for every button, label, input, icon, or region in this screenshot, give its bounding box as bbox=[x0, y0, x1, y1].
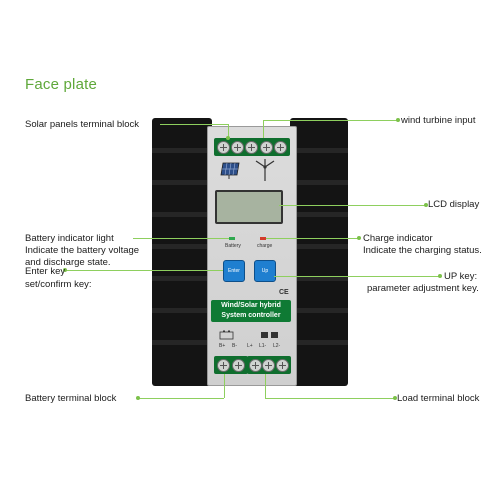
dot-wind-end bbox=[396, 118, 400, 122]
callout-charge-line2: Indicate the charging status. bbox=[363, 245, 482, 256]
dot-charge bbox=[357, 236, 361, 240]
leader-solar bbox=[160, 124, 228, 125]
battery-led bbox=[229, 237, 235, 240]
callout-up-title: UP key: bbox=[444, 271, 478, 282]
screw-icon bbox=[275, 358, 289, 372]
terminal-label-l1minus: L1- bbox=[259, 343, 267, 349]
dot-lcd bbox=[424, 203, 428, 207]
screw-icon bbox=[262, 358, 276, 372]
leader-solar-vertical bbox=[228, 124, 229, 138]
dot-battery-terminal bbox=[136, 396, 140, 400]
callout-wind-input: wind turbine input bbox=[401, 115, 476, 126]
charge-led bbox=[260, 237, 266, 240]
leader-enter bbox=[65, 270, 223, 271]
enter-button[interactable]: Enter bbox=[223, 260, 245, 282]
leader-wind-vertical bbox=[263, 120, 264, 138]
screw-icon bbox=[249, 358, 263, 372]
callout-battery-light-line3: and discharge state. bbox=[25, 257, 111, 268]
leader-load-terminal bbox=[265, 398, 395, 399]
leader-wind bbox=[263, 120, 399, 121]
leader-lcd bbox=[279, 205, 426, 206]
top-terminal-block bbox=[214, 138, 290, 156]
terminal-label-bplus: B+ bbox=[219, 343, 226, 349]
leader-battery-terminal-vertical bbox=[224, 374, 225, 398]
leader-battery-light bbox=[133, 238, 229, 239]
wind-turbine-icon bbox=[255, 159, 275, 181]
leader-charge bbox=[266, 238, 360, 239]
terminal-label-l2minus: L2- bbox=[273, 343, 281, 349]
callout-battery-terminal: Battery terminal block bbox=[25, 393, 117, 404]
terminal-label-bminus: B- bbox=[232, 343, 237, 349]
controller-title-line2: System controller bbox=[221, 312, 281, 319]
battery-led-label: Battery bbox=[225, 243, 241, 249]
dot-enter bbox=[63, 268, 67, 272]
leader-battery-terminal bbox=[138, 398, 224, 399]
screw-icon bbox=[216, 140, 230, 154]
ce-mark: CE bbox=[279, 289, 289, 296]
screw-icon bbox=[217, 358, 230, 372]
up-button[interactable]: Up bbox=[254, 260, 276, 282]
callout-lcd-display: LCD display bbox=[428, 199, 480, 210]
battery-icon bbox=[219, 330, 234, 340]
controller-title-line1: Wind/Solar hybrid bbox=[221, 302, 281, 309]
screw-icon bbox=[274, 140, 288, 154]
screw-icon bbox=[232, 358, 245, 372]
battery-terminal-strip bbox=[214, 356, 248, 374]
screw-icon bbox=[245, 140, 259, 154]
callout-enter-title: Enter key bbox=[25, 266, 66, 277]
load-terminal-strip bbox=[247, 356, 291, 374]
controller-title: Wind/Solar hybrid System controller bbox=[211, 300, 291, 322]
left-heatsink bbox=[152, 118, 212, 386]
lcd-display bbox=[215, 190, 283, 224]
dot-up bbox=[438, 274, 442, 278]
load-icon bbox=[261, 332, 278, 338]
terminal-label-l1plus: L+ bbox=[247, 343, 253, 349]
screw-icon bbox=[231, 140, 245, 154]
callout-up-line2: parameter adjustment key. bbox=[367, 283, 479, 294]
right-heatsink bbox=[290, 118, 348, 386]
dot-solar bbox=[226, 136, 230, 140]
callout-battery-light-title: Battery indicator light bbox=[25, 233, 114, 244]
screw-icon bbox=[259, 140, 273, 154]
charge-led-label: charge bbox=[257, 243, 273, 249]
page-title: Face plate bbox=[25, 76, 98, 93]
callout-battery-light-line2: Indicate the battery voltage bbox=[25, 245, 140, 256]
dot-load-terminal bbox=[393, 396, 397, 400]
solar-panel-icon bbox=[220, 162, 240, 179]
callout-solar-terminal: Solar panels terminal block bbox=[25, 119, 140, 130]
leader-load-terminal-vertical bbox=[265, 374, 266, 398]
callout-load-terminal: Load terminal block bbox=[397, 393, 480, 404]
leader-up bbox=[274, 276, 440, 277]
callout-enter-line2: set/confirm key: bbox=[25, 279, 92, 290]
callout-charge-title: Charge indicator bbox=[363, 233, 433, 244]
